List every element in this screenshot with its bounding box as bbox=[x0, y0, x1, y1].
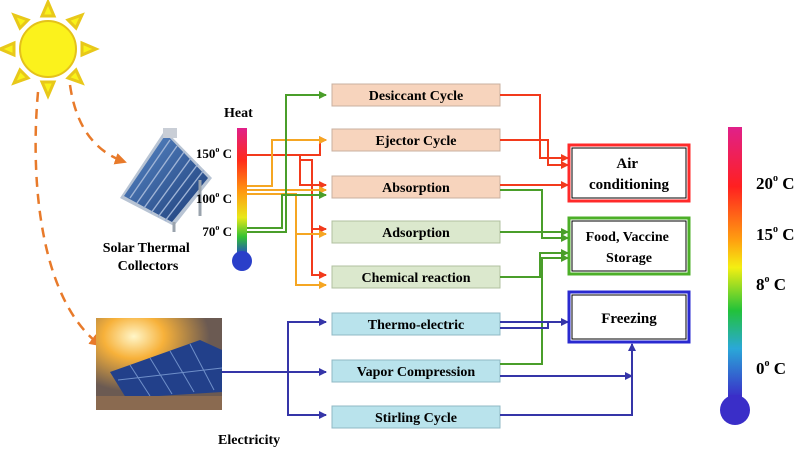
sun-to-thermal-arrow bbox=[68, 84, 127, 165]
heat-thermometer bbox=[232, 128, 252, 271]
svg-text:Ejector Cycle: Ejector Cycle bbox=[376, 134, 457, 149]
app-air-conditioning: Air conditioning bbox=[567, 143, 691, 203]
cycle-ejector: Ejector Cycle bbox=[331, 128, 501, 152]
to-air-lines bbox=[500, 94, 569, 189]
svg-text:Absorption: Absorption bbox=[382, 181, 450, 196]
solar-thermal-label: Solar Thermal Collectors bbox=[103, 241, 194, 274]
app-food-vaccine: Food, Vaccine Storage bbox=[567, 216, 691, 276]
svg-text:Air conditioning: Air conditioning bbox=[589, 156, 670, 193]
sun-to-pv-arrow bbox=[34, 91, 102, 347]
cycle-chemical: Chemical reaction bbox=[331, 265, 501, 289]
heat-tick-150: 150o C bbox=[196, 145, 232, 161]
app-freezing: Freezing bbox=[567, 290, 691, 344]
scale-tick-15: 15o C bbox=[756, 224, 795, 244]
scale-tick-8: 8o C bbox=[756, 274, 786, 294]
orange-heat-lines bbox=[247, 136, 327, 289]
heat-tick-70: 70o C bbox=[202, 223, 232, 239]
to-freezing-lines bbox=[500, 318, 636, 416]
solar-pv-panel-icon bbox=[96, 318, 223, 410]
svg-text:Freezing: Freezing bbox=[601, 311, 657, 327]
electricity-lines bbox=[222, 318, 327, 419]
cycle-desiccant: Desiccant Cycle bbox=[331, 83, 501, 107]
cycle-vapor: Vapor Compression bbox=[331, 359, 501, 383]
scale-tick-0: 0o C bbox=[756, 358, 786, 378]
svg-text:Stirling Cycle: Stirling Cycle bbox=[375, 411, 457, 426]
temperature-scale-thermometer bbox=[720, 127, 750, 425]
heat-label: Heat bbox=[224, 106, 253, 121]
svg-text:Desiccant Cycle: Desiccant Cycle bbox=[369, 89, 463, 104]
cycle-thermoelectric: Thermo-electric bbox=[331, 312, 501, 336]
svg-text:Chemical reaction: Chemical reaction bbox=[362, 271, 471, 286]
solar-thermal-collector-icon bbox=[120, 128, 212, 232]
svg-text:Vapor Compression: Vapor Compression bbox=[357, 365, 476, 380]
svg-text:Food, Vaccine Storage: Food, Vaccine Storage bbox=[586, 230, 673, 266]
green-heat-lines bbox=[247, 91, 327, 233]
electricity-label: Electricity bbox=[218, 433, 280, 448]
heat-tick-100: 100o C bbox=[196, 190, 232, 206]
cycle-stirling: Stirling Cycle bbox=[331, 405, 501, 429]
svg-text:Adsorption: Adsorption bbox=[382, 226, 450, 241]
svg-text:Thermo-electric: Thermo-electric bbox=[368, 318, 464, 333]
to-food-lines bbox=[500, 189, 569, 365]
cycle-adsorption: Adsorption bbox=[331, 220, 501, 244]
sun-icon bbox=[0, 0, 100, 100]
cycle-absorption: Absorption bbox=[331, 175, 501, 199]
scale-tick-20: 20o C bbox=[756, 173, 795, 193]
